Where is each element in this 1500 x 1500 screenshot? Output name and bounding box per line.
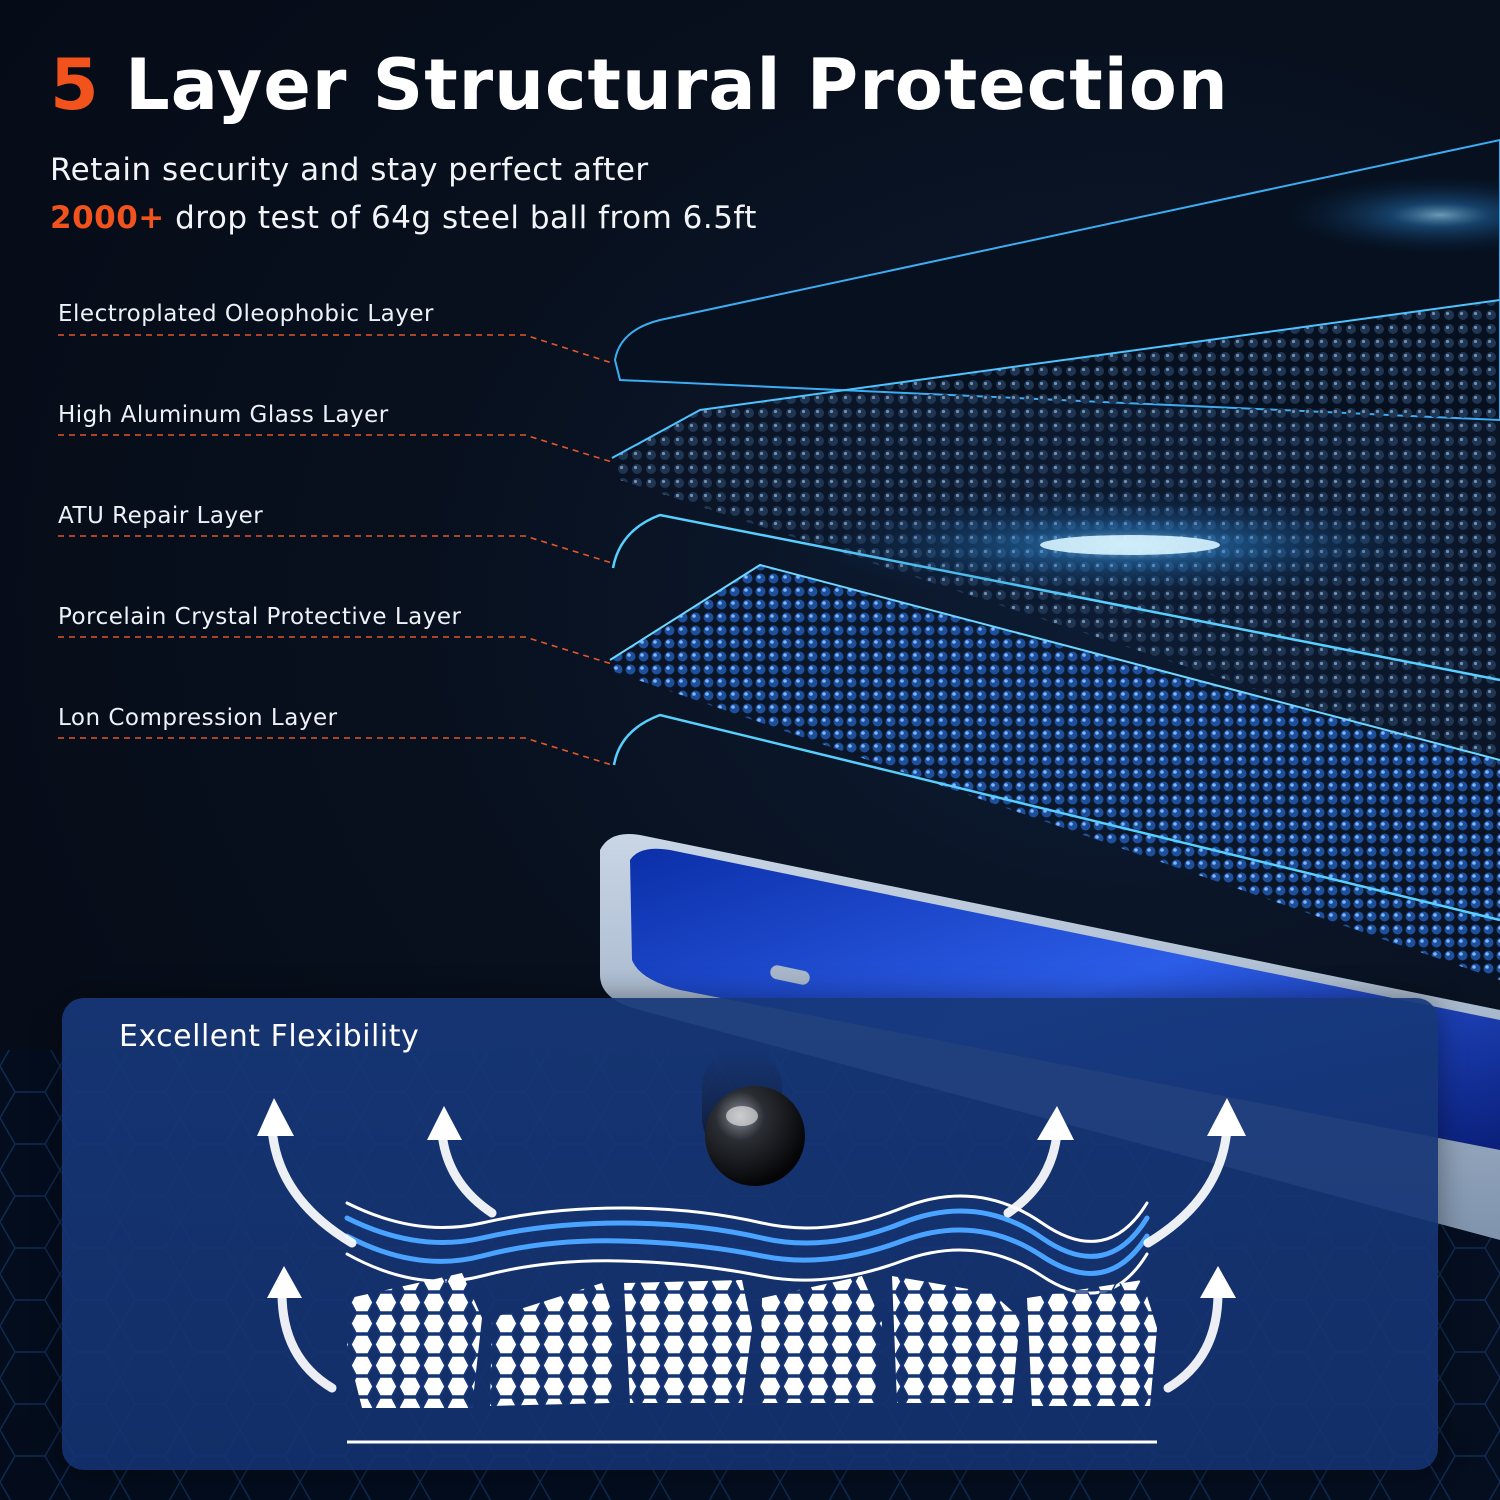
layer-label-glass: High Aluminum Glass Layer [58, 402, 389, 428]
crystal-layer [610, 565, 1500, 980]
flexibility-panel: Excellent Flexibility [62, 998, 1438, 1470]
arrow-up-left-icon [267, 1123, 357, 1248]
arrow-up-right-icon [1163, 1288, 1223, 1393]
steel-ball-icon [705, 1086, 805, 1186]
page-subtitle: Retain security and stay perfect after 2… [50, 146, 757, 242]
layer-label-crystal: Porcelain Crystal Protective Layer [58, 604, 462, 630]
arrow-up-left-icon [437, 1128, 497, 1218]
layer-label-oleophobic: Electroplated Oleophobic Layer [58, 301, 434, 327]
hexagon-mesh-icon [347, 1273, 1157, 1408]
flex-wave-lines [344, 1194, 1150, 1295]
panel-title: Excellent Flexibility [119, 1019, 420, 1054]
layer-label-compression: Lon Compression Layer [58, 705, 338, 731]
subtitle-line-2: 2000+ drop test of 64g steel ball from 6… [50, 200, 757, 236]
arrow-up-right-icon [1143, 1123, 1232, 1248]
arrow-up-left-icon [277, 1288, 337, 1393]
compression-layer [612, 713, 1500, 922]
flexibility-illustration [257, 1048, 1246, 1444]
page-title: 5 Layer Structural Protection [50, 44, 1229, 126]
layer-label-repair: ATU Repair Layer [58, 503, 264, 529]
arrow-up-right-icon [1003, 1128, 1062, 1218]
subtitle-line-1: Retain security and stay perfect after [50, 152, 649, 188]
repair-layer [611, 513, 1500, 682]
leader-lines [58, 334, 613, 766]
